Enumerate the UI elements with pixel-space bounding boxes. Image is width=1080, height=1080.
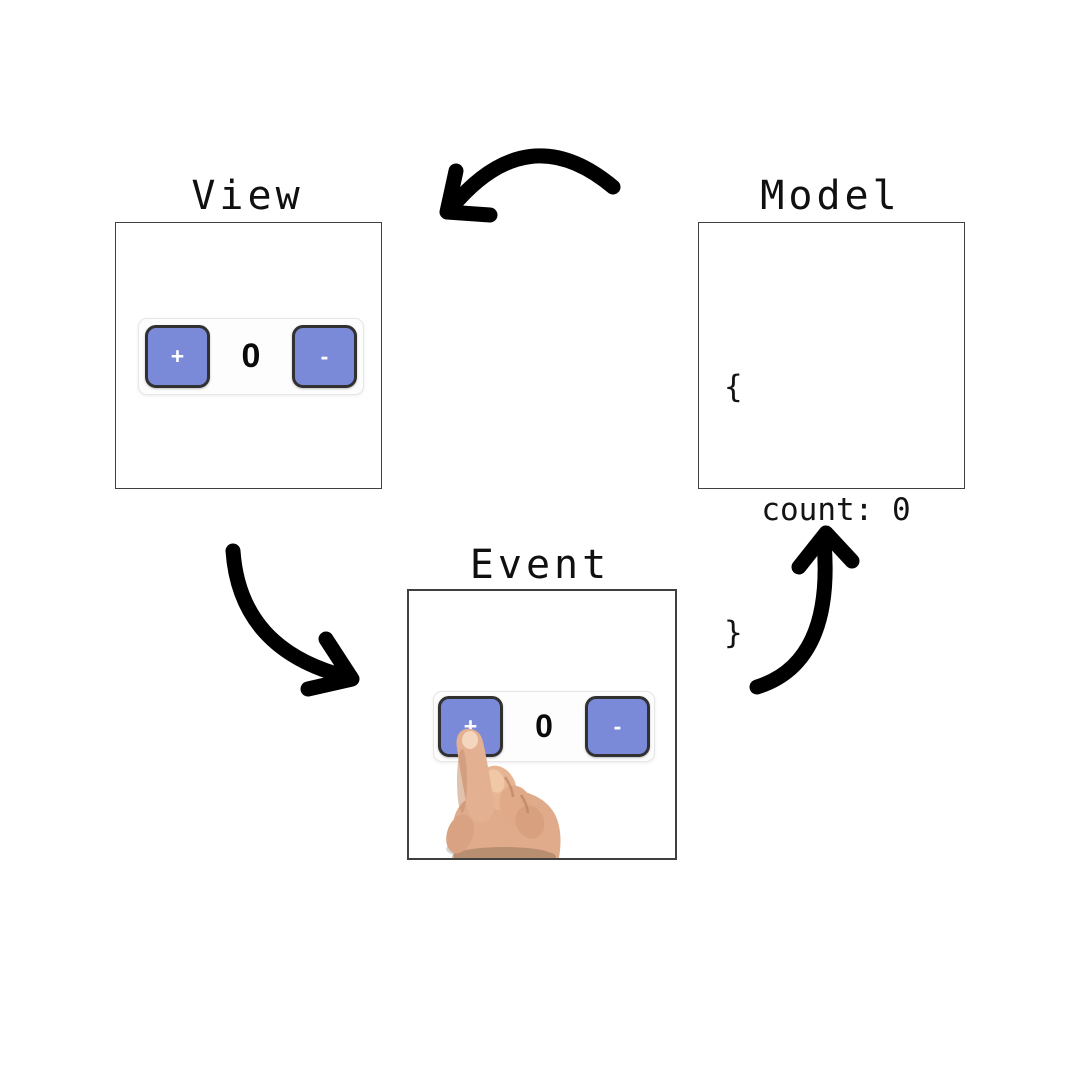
event-counter-widget: + 0 - [433,691,655,762]
knuckle-crease [503,776,515,798]
thumb [446,814,474,854]
knuckle-highlight [485,769,505,793]
code-line: } [724,615,743,651]
hand-cast-shadow [446,837,556,858]
increment-button[interactable]: + [145,325,210,388]
decrement-button[interactable]: - [292,325,357,388]
code-line: { [724,369,743,405]
knuckle [479,765,517,811]
event-box: + 0 - [407,589,677,860]
arrow-head [300,631,360,697]
counter-value: 0 [535,708,553,744]
hand-palm [452,789,561,858]
arrow-curve [225,543,355,685]
knuckle [515,805,545,839]
arrow-curve [444,148,621,215]
model-box: { count: 0 } [698,222,965,651]
decrement-button[interactable]: - [585,696,650,757]
model-to-view-arrow-icon [439,148,621,223]
knuckle-crease [519,794,530,814]
hand-bottom-shadow [452,847,556,858]
view-box: + 0 - [115,222,382,489]
view-to-event-arrow-icon [225,543,360,697]
arrow-head [439,163,498,223]
knuckle [499,785,533,825]
code-line: count: 0 [724,492,911,528]
model-title: Model [760,173,901,219]
model-code: { count: 0 } [724,285,911,736]
counter-value: 0 [241,337,261,375]
increment-button[interactable]: + [438,696,503,757]
event-title: Event [469,542,611,588]
view-counter-widget: + 0 - [138,318,364,395]
view-title: View [191,173,304,219]
